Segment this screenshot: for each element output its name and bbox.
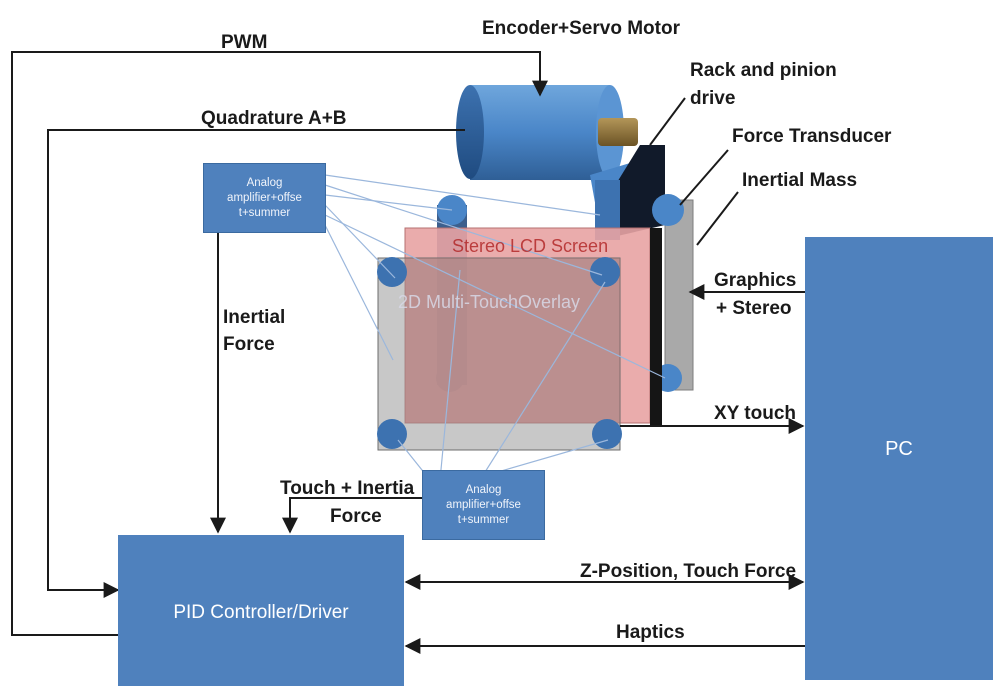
pwm-line bbox=[11, 51, 548, 636]
pid-controller-box: PID Controller/Driver bbox=[118, 535, 404, 686]
xy-touch-label: XY touch bbox=[714, 403, 796, 424]
pwm-label: PWM bbox=[221, 32, 268, 53]
amp-top-line-2: amplifier+offse bbox=[227, 191, 302, 204]
inertial-mass-column bbox=[664, 199, 694, 391]
lcd-edge bbox=[650, 228, 662, 425]
force-transducer-pointer bbox=[679, 149, 729, 206]
analog-amplifier-top: Analog amplifier+offse t+summer bbox=[203, 163, 326, 233]
graphics-label-2: + Stereo bbox=[716, 298, 792, 319]
z-position-label: Z-Position, Touch Force bbox=[580, 561, 797, 582]
pc-label: PC bbox=[885, 438, 913, 460]
stereo-lcd-label: Stereo LCD Screen bbox=[452, 236, 609, 256]
quadrature-label: Quadrature A+B bbox=[201, 108, 347, 129]
touch-inertia-label-1: Touch + Inertia bbox=[280, 478, 415, 499]
motor-body bbox=[470, 85, 610, 180]
multitouch-label: 2D Multi-TouchOverlay bbox=[398, 292, 581, 312]
overlay-corner-tr bbox=[590, 257, 620, 287]
rack-pinion-label-2: drive bbox=[690, 88, 736, 109]
overlay-corner-tl bbox=[377, 257, 407, 287]
analog-amplifier-bottom: Analog amplifier+offse t+summer bbox=[422, 470, 545, 540]
touch-inertia-line bbox=[282, 497, 422, 534]
amp-top-line-1: Analog bbox=[246, 176, 283, 189]
pid-label: PID Controller/Driver bbox=[173, 601, 349, 623]
haptics-label: Haptics bbox=[616, 622, 685, 643]
amp-bottom-line-1: Analog bbox=[465, 483, 502, 496]
amp-bottom-line-2: amplifier+offse bbox=[446, 498, 521, 511]
amp-bottom-line-3: t+summer bbox=[457, 513, 510, 526]
rack-pinion-label-1: Rack and pinion bbox=[690, 60, 837, 81]
encoder-motor-label: Encoder+Servo Motor bbox=[482, 18, 680, 39]
touch-overlay-inner bbox=[405, 258, 620, 423]
motor-shaft bbox=[598, 118, 638, 146]
inertial-mass-pointer bbox=[696, 191, 739, 246]
inertial-force-label-2: Force bbox=[223, 334, 275, 355]
amp-top-line-3: t+summer bbox=[238, 206, 291, 219]
inertial-mass-top bbox=[652, 194, 684, 226]
inertial-force-label-1: Inertial bbox=[223, 307, 286, 328]
force-transducer-label: Force Transducer bbox=[732, 126, 892, 147]
sensor-wires bbox=[324, 174, 666, 481]
quadrature-line bbox=[47, 129, 465, 598]
touch-inertia-label-2: Force bbox=[330, 506, 382, 527]
inertial-mass-label: Inertial Mass bbox=[742, 170, 858, 191]
overlay-corner-br bbox=[592, 419, 622, 449]
servo-motor bbox=[456, 85, 638, 180]
motor-back-cap bbox=[456, 85, 484, 179]
overlay-corner-bl bbox=[377, 419, 407, 449]
graphics-label-1: Graphics bbox=[714, 270, 797, 291]
pc-box: PC bbox=[805, 237, 993, 680]
rack-pointer bbox=[649, 97, 686, 146]
